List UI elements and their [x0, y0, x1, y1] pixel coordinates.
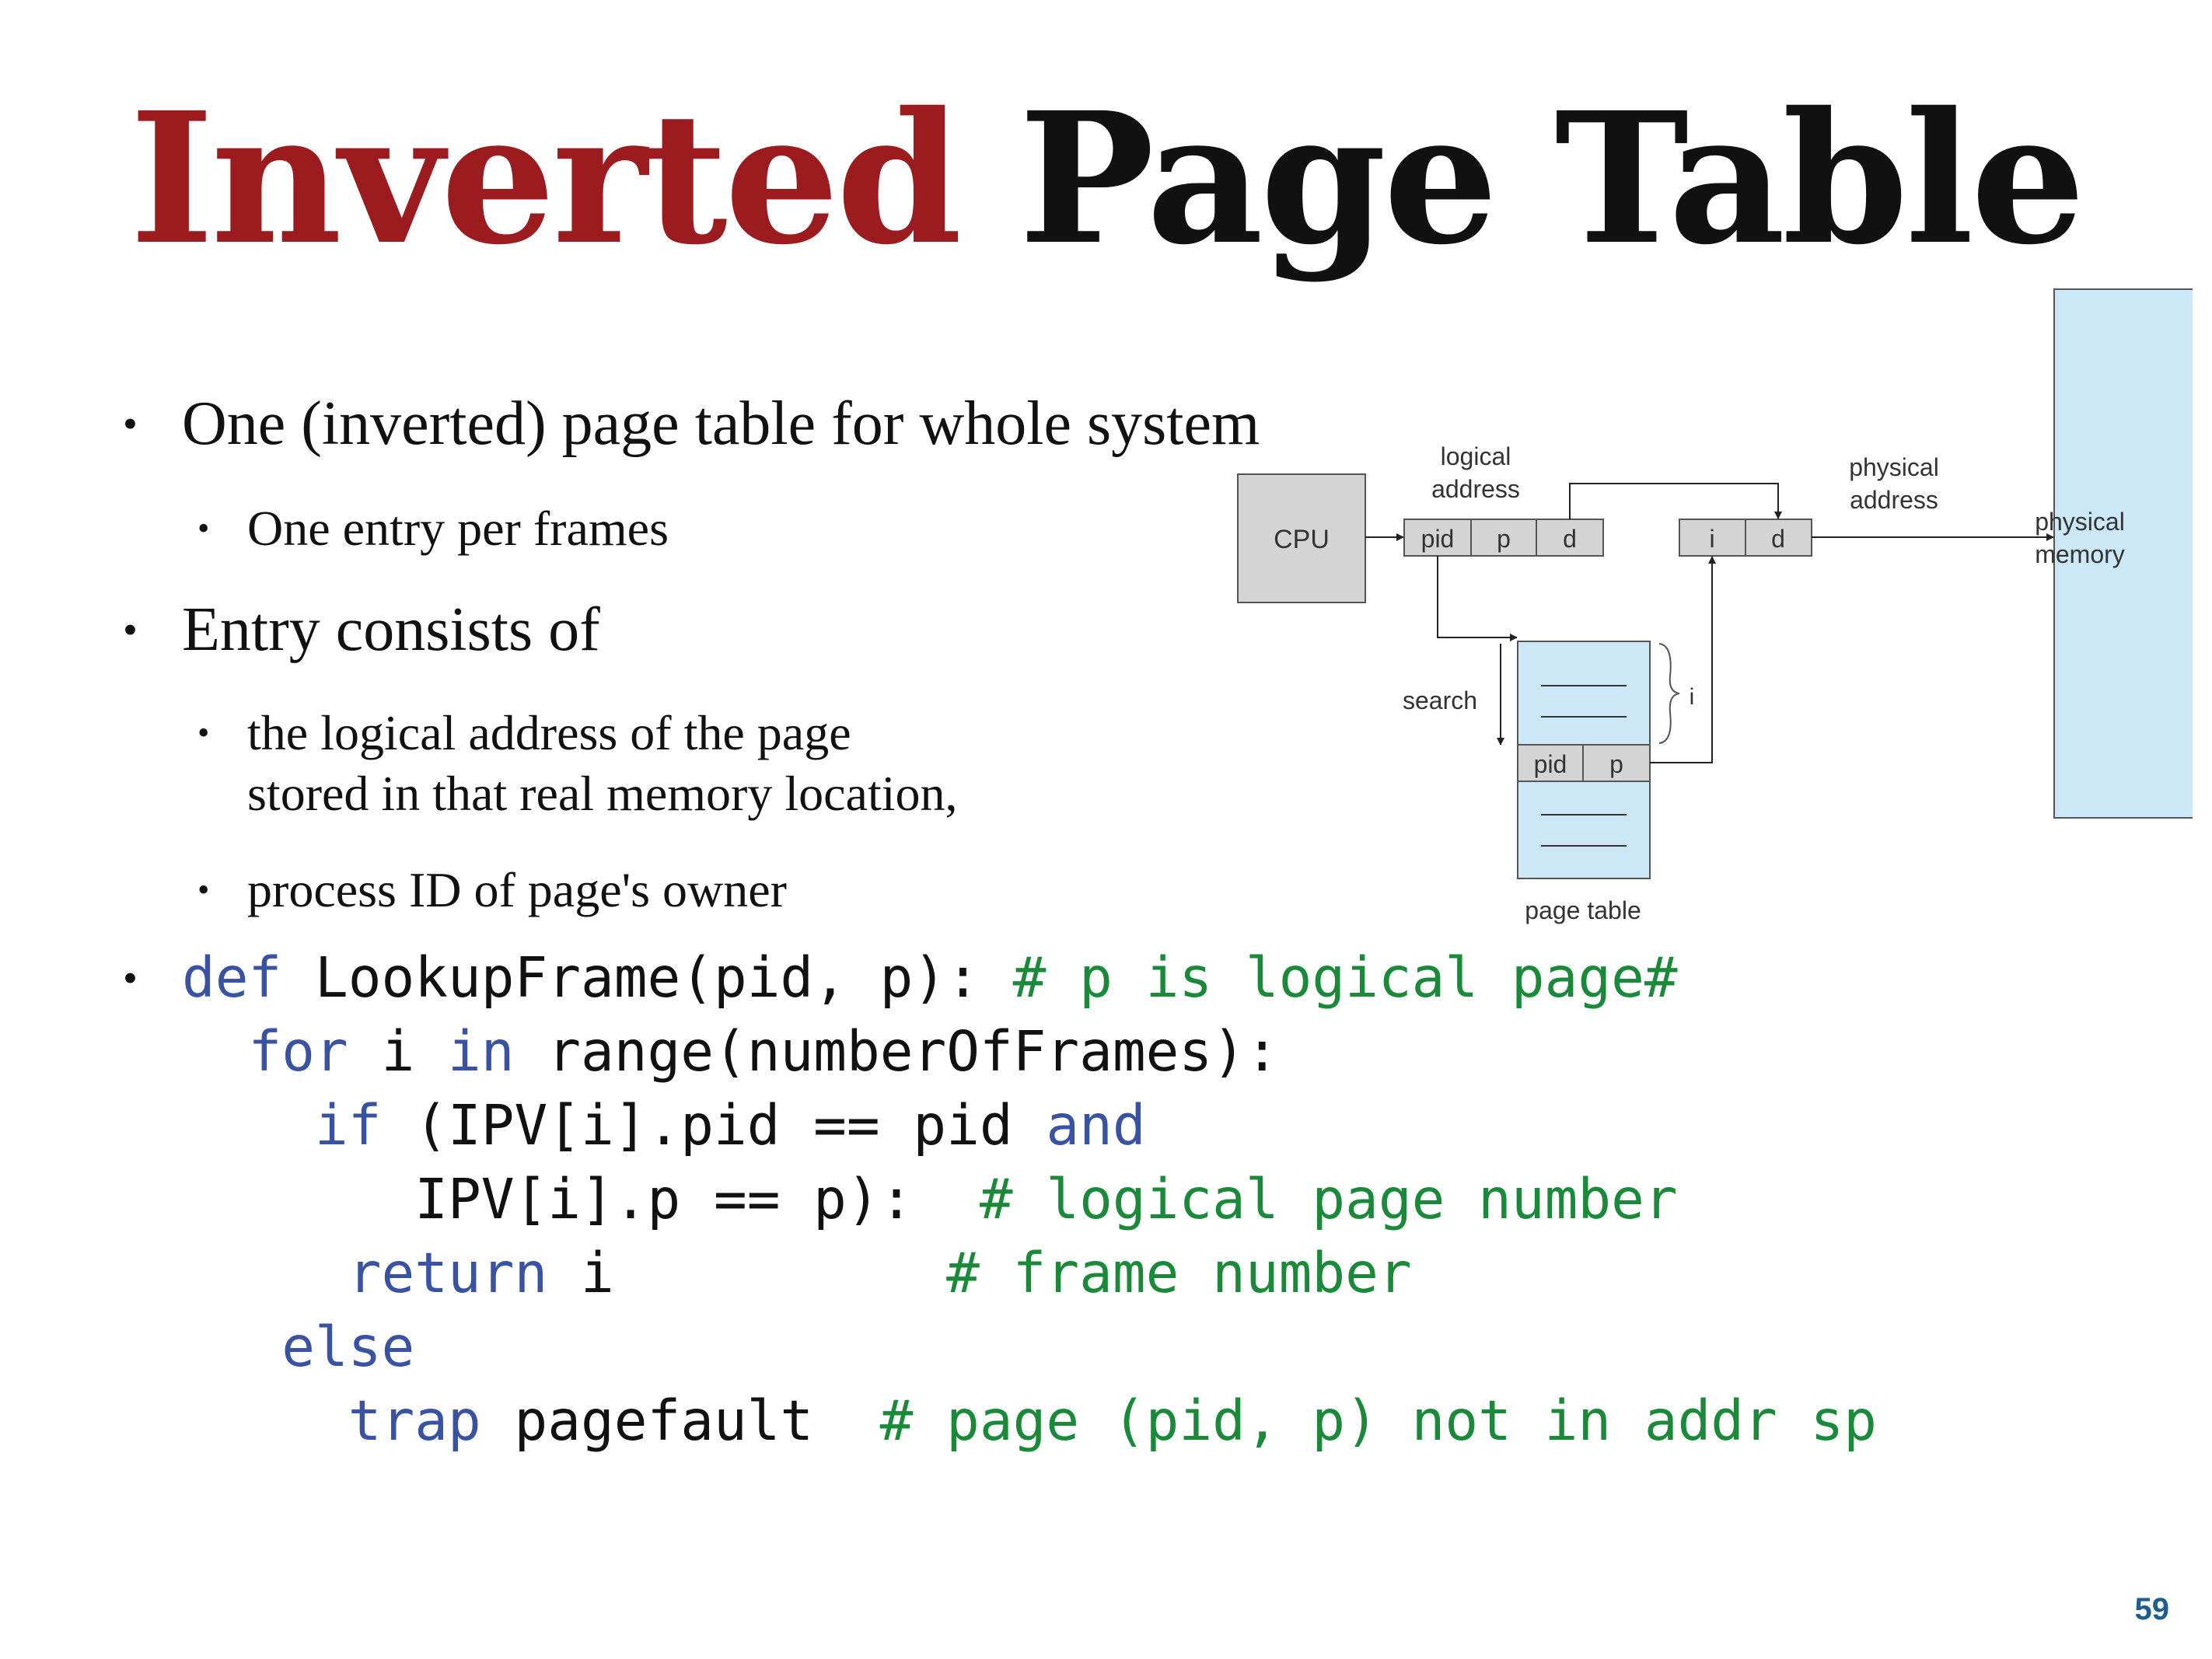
bullet-dot: •	[197, 509, 210, 547]
code-comment: # page (pid, p) not in addr sp	[879, 1388, 1878, 1453]
code-text: LookupFrame(pid, p):	[281, 945, 1013, 1010]
physical-address-label-1: physical	[1849, 453, 1939, 481]
bullet-dot: •	[197, 871, 210, 909]
code-text: pagefault	[480, 1388, 880, 1453]
code-keyword: for	[248, 1019, 348, 1084]
bullet-process-id: process ID of page's owner	[247, 862, 787, 917]
physical-memory-label-1: physical	[2035, 508, 2125, 536]
code-keyword: return	[348, 1241, 548, 1305]
bullet-logical-address-line2: stored in that real memory location,	[247, 766, 958, 821]
logical-address-box	[1403, 519, 1604, 557]
code-keyword: else	[281, 1315, 415, 1379]
physical-address-box	[1679, 519, 1812, 557]
title-accent: Inverted	[129, 72, 963, 285]
entry-p: p	[1609, 750, 1623, 778]
field-i: i	[1709, 525, 1714, 553]
index-brace	[1658, 643, 1680, 744]
arrow-offset-d	[1569, 483, 1782, 519]
code-comment: # logical page number	[979, 1167, 1678, 1231]
page-table-box	[1517, 641, 1651, 879]
code-keyword: trap	[348, 1388, 481, 1453]
bullet-dot: •	[123, 606, 138, 653]
code-comment: # p is logical page#	[1012, 945, 1678, 1010]
physical-address-label-2: address	[1850, 486, 1938, 514]
logical-address-label-2: address	[1431, 475, 1520, 503]
physical-memory-label-2: memory	[2035, 540, 2125, 568]
field-d: d	[1563, 525, 1577, 553]
index-label: i	[1690, 684, 1695, 710]
code-keyword: def	[182, 945, 282, 1010]
code-keyword: and	[1046, 1093, 1146, 1158]
physical-memory-box	[2053, 288, 2193, 819]
code-text: IPV[i].p == p):	[414, 1167, 980, 1231]
code-keyword: if	[314, 1093, 382, 1158]
field-d-physical: d	[1771, 525, 1785, 553]
bullet-whole-system: One (inverted) page table for whole syst…	[182, 389, 1260, 458]
page-table-label: page table	[1525, 896, 1641, 924]
bullet-dot: •	[197, 714, 210, 752]
logical-address-label-1: logical	[1441, 442, 1511, 470]
bullet-dot: •	[123, 955, 138, 1001]
bullet-dot: •	[123, 400, 138, 447]
cpu-label: CPU	[1274, 525, 1330, 554]
bullet-entry-per-frame: One entry per frames	[247, 501, 669, 556]
slide-title: Inverted Page Table	[0, 74, 2212, 284]
field-p: p	[1497, 525, 1511, 553]
code-text: range(numberOfFrames):	[514, 1019, 1279, 1084]
code-text: (IPV[i].pid == pid	[381, 1093, 1047, 1158]
code-text: i	[348, 1019, 448, 1084]
search-label: search	[1403, 686, 1477, 714]
cpu-box	[1237, 473, 1366, 603]
code-comment: # frame number	[946, 1241, 1412, 1305]
page-number: 59	[2134, 1592, 2170, 1626]
entry-pid: pid	[1534, 750, 1567, 778]
bullet-entry-consists: Entry consists of	[182, 595, 600, 664]
code-text: i	[547, 1241, 947, 1305]
field-pid: pid	[1421, 525, 1455, 553]
arrow-index-to-physical	[1650, 556, 1716, 763]
title-main: Page Table	[1019, 72, 2085, 285]
code-block: def LookupFrame(pid, p): # p is logical …	[182, 941, 1877, 1458]
bullet-logical-address-line1: the logical address of the page	[247, 705, 851, 760]
arrow-to-page-table	[1437, 556, 1518, 641]
code-keyword: in	[448, 1019, 515, 1084]
inverted-page-table-diagram: CPU logical address pid p d i d physical…	[1237, 288, 2193, 924]
